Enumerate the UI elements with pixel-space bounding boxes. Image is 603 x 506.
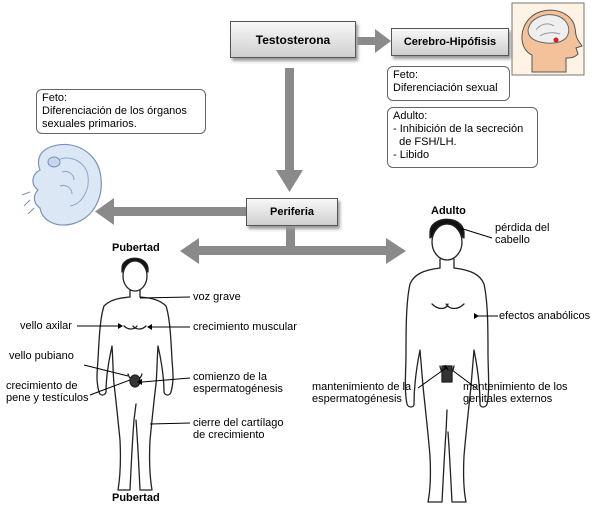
periferia-node: Periferia: [246, 198, 338, 226]
feto-periferia-line1: Diferenciación de los órganos: [42, 105, 187, 117]
adulto-cerebro-line2: de FSH/LH.: [393, 136, 457, 148]
feto-periferia-line2: sexuales primarios.: [42, 118, 137, 130]
label-mant-esp-line2: espermatogénesis: [312, 393, 402, 405]
label-crec-pene-line2: pene y testículos: [6, 392, 89, 404]
adulto-pointer-arrows: [443, 313, 479, 371]
arrow-periferia-feto: [95, 198, 246, 225]
arrow-testosterona-periferia: [276, 68, 303, 192]
label-comienzo-line2: espermatogénesis: [193, 383, 283, 395]
feto-periferia-note: Feto: Diferenciación de los órganos sexu…: [36, 89, 206, 134]
label-mant-gen-line1: mantenimiento de los: [463, 381, 568, 393]
brain-head-illustration: [511, 2, 585, 76]
adulto-cerebro-note: Adulto: - Inhibición de la secreción de …: [387, 107, 538, 168]
label-cierre-line1: cierre del cartílago: [193, 417, 284, 429]
label-vello-axilar: vello axilar: [20, 320, 72, 332]
adulto-figure: [404, 218, 490, 503]
pubertad-pointer-arrows: [118, 323, 152, 385]
arrow-testosterona-cerebro: [357, 29, 391, 53]
label-comienzo-espermatogenesis: comienzo de la espermatogénesis: [193, 371, 283, 395]
label-perdida-cabello: pérdida del cabello: [495, 222, 549, 246]
label-mant-gen-line2: genitales externos: [463, 393, 553, 405]
feto-periferia-title: Feto:: [42, 92, 68, 104]
periferia-label: Periferia: [269, 206, 315, 218]
label-perdida-line2: cabello: [495, 234, 530, 246]
label-crecimiento-pene: crecimiento de pene y testículos: [6, 380, 89, 404]
label-cierre-line2: de crecimiento: [193, 429, 265, 441]
label-voz-grave: voz grave: [193, 291, 241, 303]
label-crecimiento-muscular: crecimiento muscular: [193, 321, 297, 333]
adulto-cerebro-line1: - Inhibición de la secreción: [393, 123, 524, 135]
label-vello-pubiano: vello pubiano: [9, 350, 74, 362]
cerebro-hipofisis-node: Cerebro-Hipófisis: [391, 28, 509, 56]
label-mant-espermatogenesis: mantenimiento de la espermatogénesis: [312, 381, 411, 405]
cerebro-hipofisis-label: Cerebro-Hipófisis: [403, 36, 497, 48]
label-efectos-anabolicos: efectos anabólicos: [499, 310, 591, 322]
label-comienzo-line1: comienzo de la: [193, 371, 267, 383]
pubertad-figure: [96, 257, 174, 491]
testosterona-label: Testosterona: [255, 32, 331, 47]
pubertad-title-top: Pubertad: [112, 242, 160, 254]
adulto-cerebro-line3: - Libido: [393, 149, 430, 161]
pubertad-pointers: [77, 296, 191, 425]
label-mant-genitales: mantenimiento de los genitales externos: [463, 381, 568, 405]
label-cierre-cartilago: cierre del cartílago de crecimiento: [193, 417, 284, 441]
adulto-title: Adulto: [431, 205, 466, 217]
adulto-cerebro-title: Adulto:: [393, 110, 428, 122]
feto-cerebro-note: Feto: Diferenciación sexual: [387, 66, 510, 101]
label-mant-esp-line1: mantenimiento de la: [312, 381, 412, 393]
label-crec-pene-line1: crecimiento de: [6, 380, 78, 392]
label-perdida-line1: pérdida del: [495, 222, 550, 234]
pubertad-title-bottom: Pubertad: [112, 492, 160, 504]
feto-cerebro-title: Feto:: [393, 69, 419, 81]
feto-cerebro-text: Diferenciación sexual: [393, 82, 498, 94]
arrow-periferia-pubertad-adulto: [180, 224, 406, 264]
testosterona-node: Testosterona: [230, 21, 356, 58]
embryo-illustration: [21, 143, 102, 226]
